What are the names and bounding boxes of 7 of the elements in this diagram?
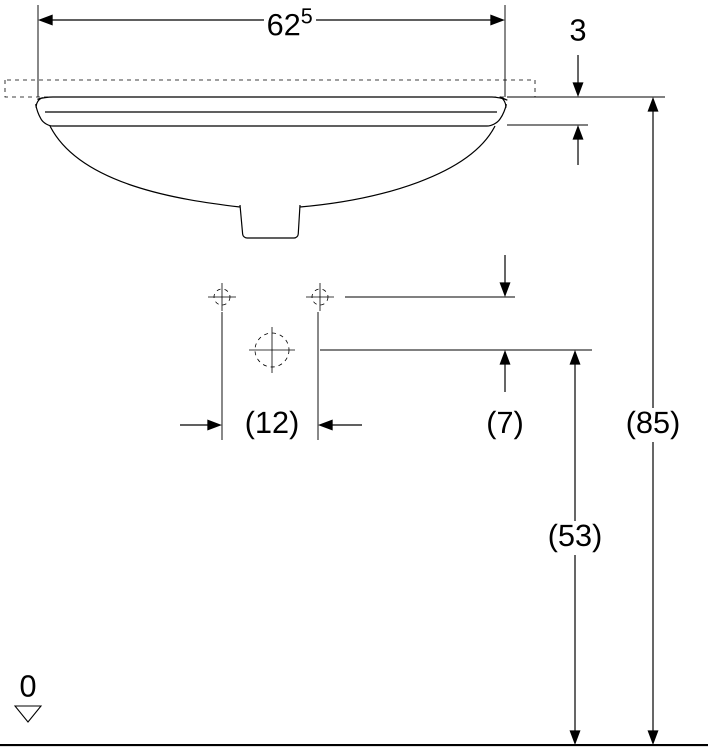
dimension-label: 62$^{5}$ <box>264 6 316 38</box>
dimension-label: 3 <box>570 19 586 41</box>
dimension-label: (7) <box>488 410 522 440</box>
dimension-label: 0 <box>20 675 36 697</box>
dimension-label: (85) <box>623 408 683 442</box>
dimension-label: (53) <box>545 521 605 555</box>
dimension-label: (12) <box>242 408 302 442</box>
